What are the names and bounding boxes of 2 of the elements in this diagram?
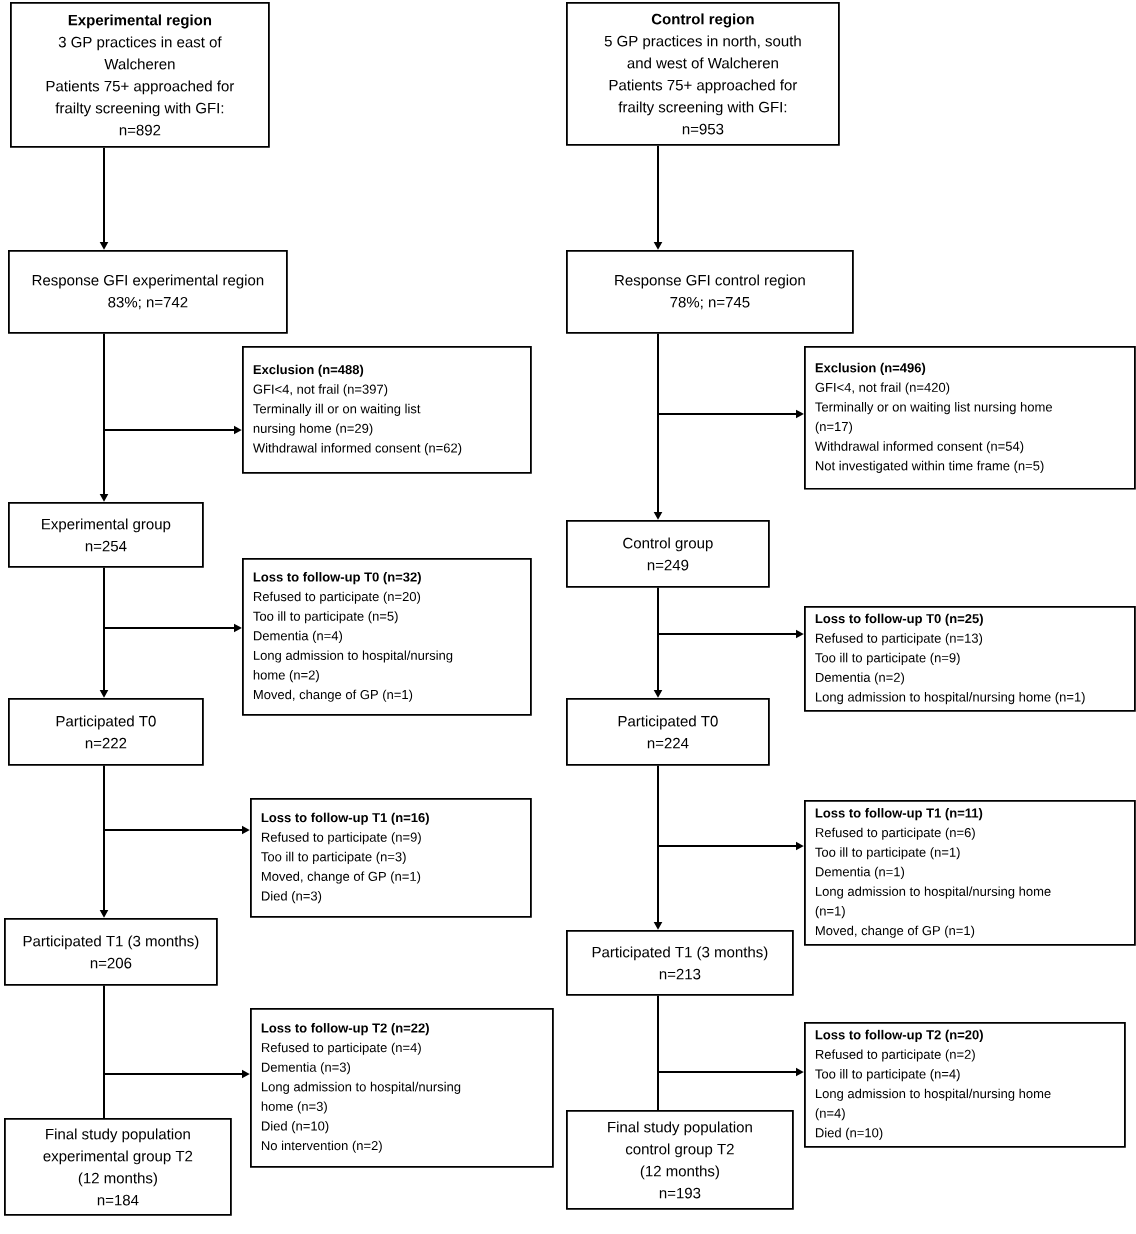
connector-line [657, 994, 659, 1111]
connector-line [103, 984, 105, 1119]
